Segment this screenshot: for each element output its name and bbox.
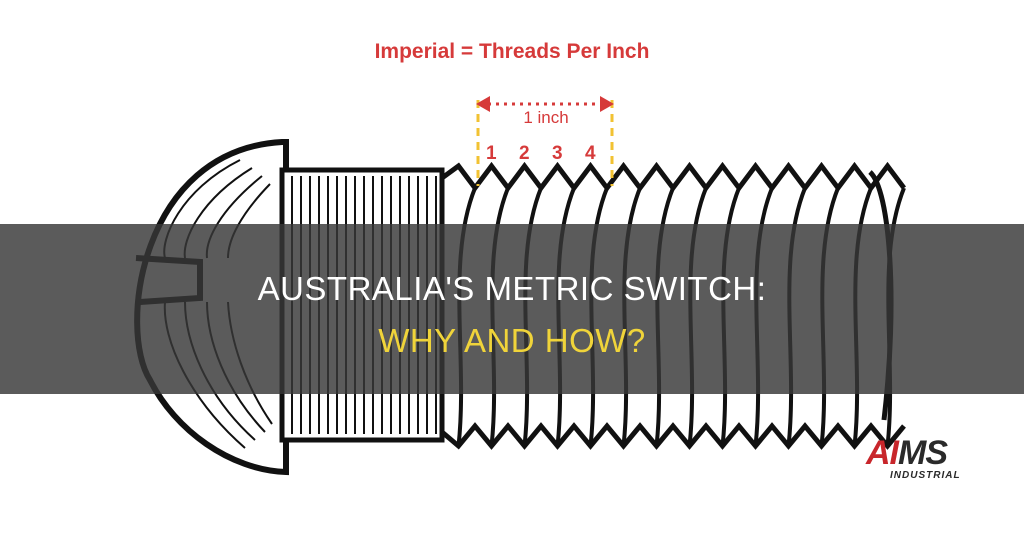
- thread-number-2: 2: [519, 143, 530, 164]
- logo-wordmark: AIMS: [866, 434, 948, 472]
- arrow-right-icon: [600, 96, 614, 112]
- diagram-title: Imperial = Threads Per Inch: [374, 40, 650, 63]
- arrow-left-icon: [476, 96, 490, 112]
- headline-line-2: WHY AND HOW?: [378, 322, 646, 359]
- thread-number-1: 1: [486, 143, 497, 164]
- logo-subtitle: INDUSTRIAL: [890, 470, 961, 481]
- title-banner: [0, 224, 1024, 394]
- headline-line-1: AUSTRALIA'S METRIC SWITCH:: [257, 270, 767, 307]
- brand-logo: AIMS INDUSTRIAL: [866, 436, 976, 486]
- thread-number-3: 3: [552, 143, 563, 164]
- thread-number-4: 4: [585, 143, 596, 164]
- measure-label: 1 inch: [523, 108, 569, 127]
- inch-measurement: [476, 96, 614, 186]
